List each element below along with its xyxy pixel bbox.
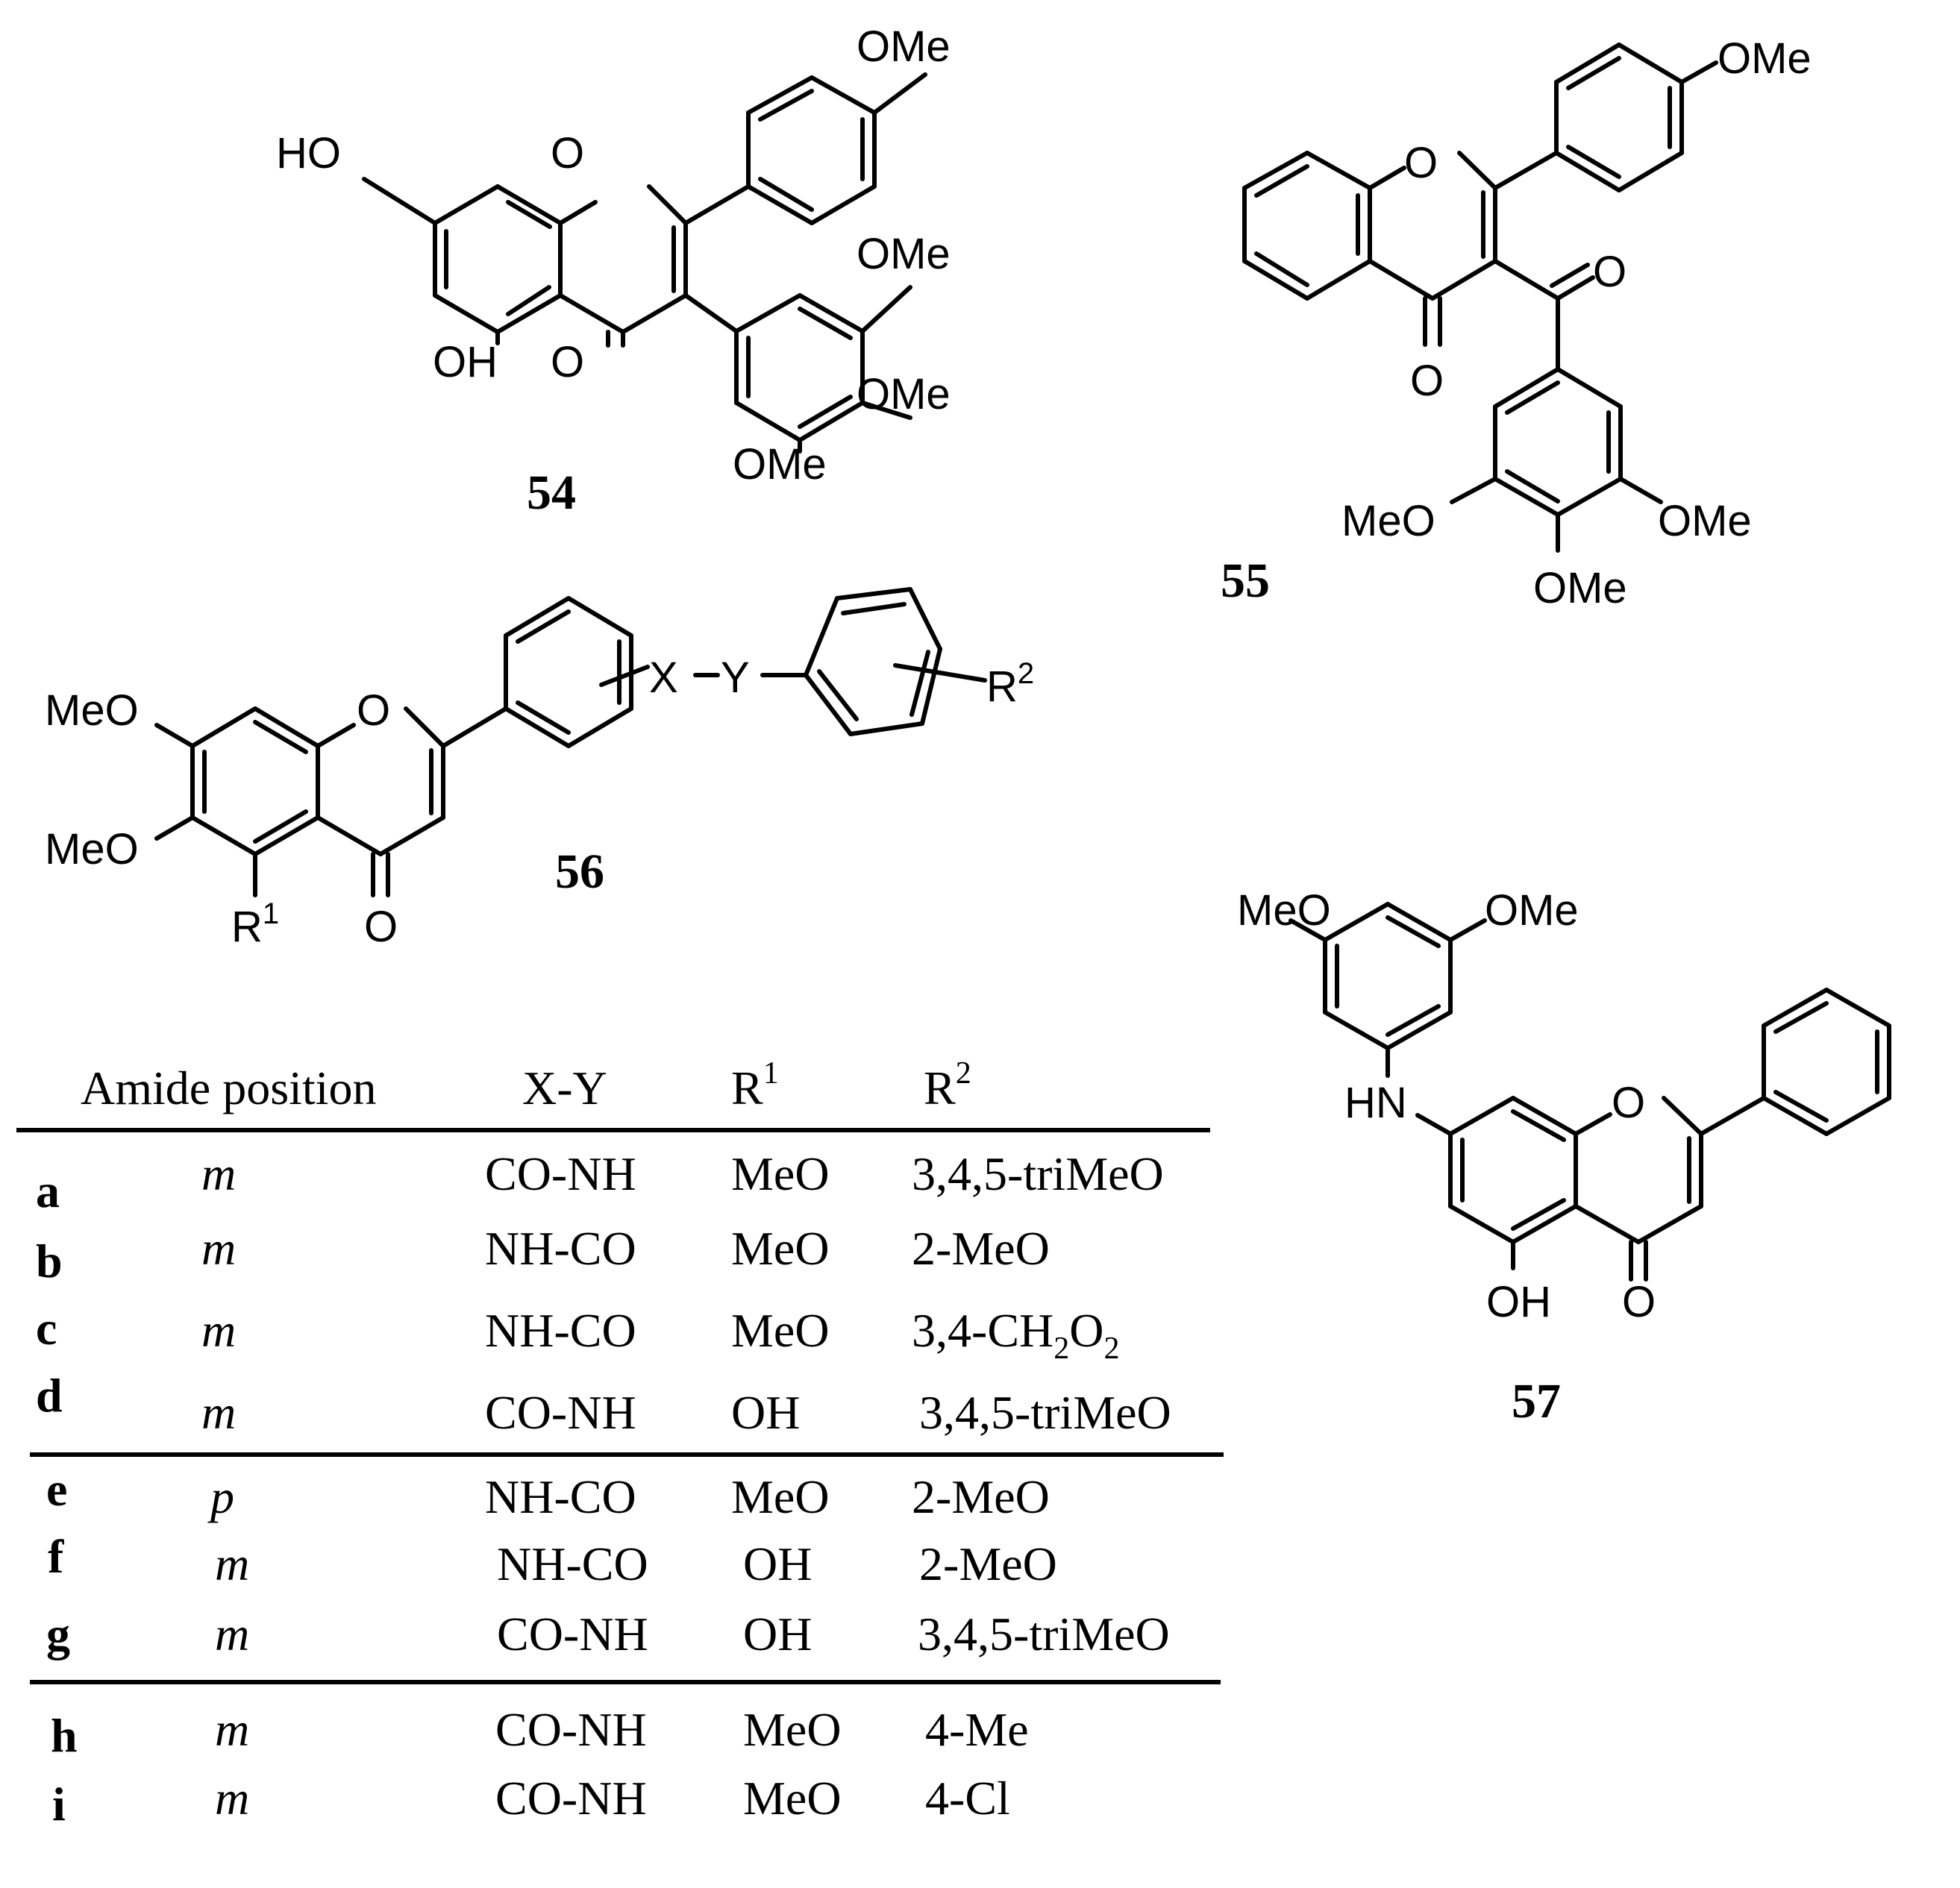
row-xy: CO-NH — [495, 1703, 647, 1756]
row-r1: MeO — [731, 1304, 830, 1357]
compound-55-methoxy-left: MeO — [1341, 497, 1435, 545]
table-header-r2: R2 — [924, 1056, 971, 1114]
compound-55-number: 55 — [1221, 553, 1270, 608]
row-xy: CO-NH — [495, 1772, 647, 1825]
row-xy: CO-NH — [485, 1386, 636, 1439]
row-xy: NH-CO — [485, 1304, 636, 1357]
row-r2: 3,4,5-triMeO — [919, 1386, 1171, 1439]
row-label: f — [48, 1530, 64, 1583]
compound-56-r2: R2 — [986, 657, 1034, 711]
row-label: e — [46, 1463, 67, 1516]
row-label: a — [36, 1164, 60, 1217]
row-xy: CO-NH — [485, 1147, 636, 1200]
compound-57-carbonyl-oxygen: O — [1622, 1278, 1656, 1326]
row-r1: OH — [731, 1386, 800, 1439]
row-r2: 3,4,5-triMeO — [918, 1608, 1170, 1660]
row-position: m — [215, 1772, 249, 1825]
row-r2: 2-MeO — [912, 1470, 1050, 1523]
table-row: f m NH-CO OH 2-MeO — [48, 1530, 1057, 1590]
compound-55-carbonyl-oxygen: O — [1410, 357, 1444, 405]
row-r2: 3,4-CH2O2 — [912, 1304, 1119, 1366]
row-r1: MeO — [743, 1703, 842, 1756]
row-label: b — [36, 1235, 63, 1288]
compound-57-omethoxy-right: OMe — [1485, 886, 1579, 935]
row-label: i — [52, 1778, 66, 1831]
row-position: m — [201, 1304, 236, 1357]
row-xy: NH-CO — [485, 1222, 636, 1275]
row-position: m — [201, 1222, 236, 1275]
compound-56-number: 56 — [555, 844, 604, 899]
row-r1: MeO — [731, 1470, 830, 1523]
compound-54-omethoxy-4: OMe — [857, 370, 951, 418]
compound-57-amine-nh: HN — [1344, 1079, 1407, 1127]
compound-54-omethoxy-top: OMe — [857, 22, 951, 71]
row-position: m — [215, 1703, 249, 1756]
row-xy: CO-NH — [497, 1608, 648, 1660]
row-r2: 2-MeO — [912, 1222, 1050, 1275]
compound-54-omethoxy-3: OMe — [857, 230, 951, 278]
table-row: a m CO-NH MeO 3,4,5-triMeO — [36, 1147, 1164, 1217]
row-r1: MeO — [731, 1222, 830, 1275]
compound-57-ring-oxygen: O — [1612, 1079, 1645, 1127]
compound-55-omethoxy-bottom: OMe — [1533, 564, 1627, 612]
row-position: m — [215, 1608, 249, 1660]
compound-57-number: 57 — [1512, 1374, 1561, 1428]
compound-54-ring-oxygen: O — [551, 129, 584, 178]
row-r2: 3,4,5-triMeO — [912, 1147, 1164, 1200]
compound-54-number: 54 — [527, 465, 576, 520]
compound-55-structure — [1242, 43, 1718, 553]
compound-56-methoxy-6: MeO — [45, 825, 139, 874]
row-label: c — [36, 1302, 57, 1355]
table-row: i m CO-NH MeO 4-Cl — [52, 1772, 1010, 1831]
compound-55-omethoxy-right: OMe — [1658, 497, 1752, 545]
row-xy: NH-CO — [485, 1470, 636, 1523]
row-r1: OH — [743, 1608, 812, 1660]
compound-56-x: X — [649, 653, 678, 702]
table-header-xy: X-Y — [522, 1061, 607, 1114]
compound-55-ketone-oxygen: O — [1593, 248, 1626, 296]
row-position: m — [215, 1537, 249, 1590]
compound-56-carbonyl-oxygen: O — [364, 903, 398, 951]
compound-57-methoxy-left: MeO — [1237, 886, 1331, 935]
table-row: d m CO-NH OH 3,4,5-triMeO — [36, 1369, 1171, 1439]
compound-54-carbonyl-oxygen: O — [551, 338, 584, 386]
row-r2: 4-Cl — [925, 1772, 1010, 1825]
row-label: h — [51, 1709, 78, 1762]
table-row: e p NH-CO MeO 2-MeO — [46, 1463, 1050, 1523]
row-r2: 2-MeO — [919, 1537, 1057, 1590]
compound-54-structure — [362, 72, 927, 454]
compound-54-omethoxy-5: OMe — [733, 440, 827, 489]
compound-55-ring-oxygen: O — [1404, 139, 1438, 187]
compound-54-hydroxy-7: HO — [276, 129, 341, 178]
row-label: d — [36, 1369, 63, 1422]
table-header-amide-position: Amide position — [81, 1061, 376, 1114]
compound-57-hydroxy-5: OH — [1486, 1278, 1551, 1326]
compound-56-y: Y — [721, 653, 750, 702]
row-label: g — [46, 1608, 70, 1660]
table-row: c m NH-CO MeO 3,4-CH2O2 — [36, 1302, 1119, 1366]
substituent-table: Amide position X-Y R1 R2 a m CO-NH MeO 3… — [16, 1056, 1224, 1831]
compound-55-omethoxy-top: OMe — [1718, 34, 1812, 83]
table-row: h m CO-NH MeO 4-Me — [51, 1703, 1029, 1762]
table-row: g m CO-NH OH 3,4,5-triMeO — [46, 1608, 1170, 1660]
compound-56-r1: R1 — [231, 897, 279, 951]
row-xy: NH-CO — [497, 1537, 648, 1590]
table-row: b m NH-CO MeO 2-MeO — [36, 1222, 1050, 1288]
row-r1: MeO — [731, 1147, 830, 1200]
row-r1: OH — [743, 1537, 812, 1590]
row-r2: 4-Me — [925, 1703, 1029, 1756]
compound-57-structure — [1289, 902, 1891, 1282]
compound-56-ring-oxygen: O — [357, 686, 390, 735]
row-r1: MeO — [743, 1772, 842, 1825]
compound-54-hydroxy-5: OH — [433, 338, 498, 386]
compound-56-structure — [154, 587, 987, 897]
row-position: m — [201, 1147, 236, 1200]
row-position: m — [201, 1386, 236, 1439]
compound-56-methoxy-7: MeO — [45, 686, 139, 735]
row-position: p — [207, 1470, 234, 1523]
table-header-r1: R1 — [731, 1056, 779, 1114]
